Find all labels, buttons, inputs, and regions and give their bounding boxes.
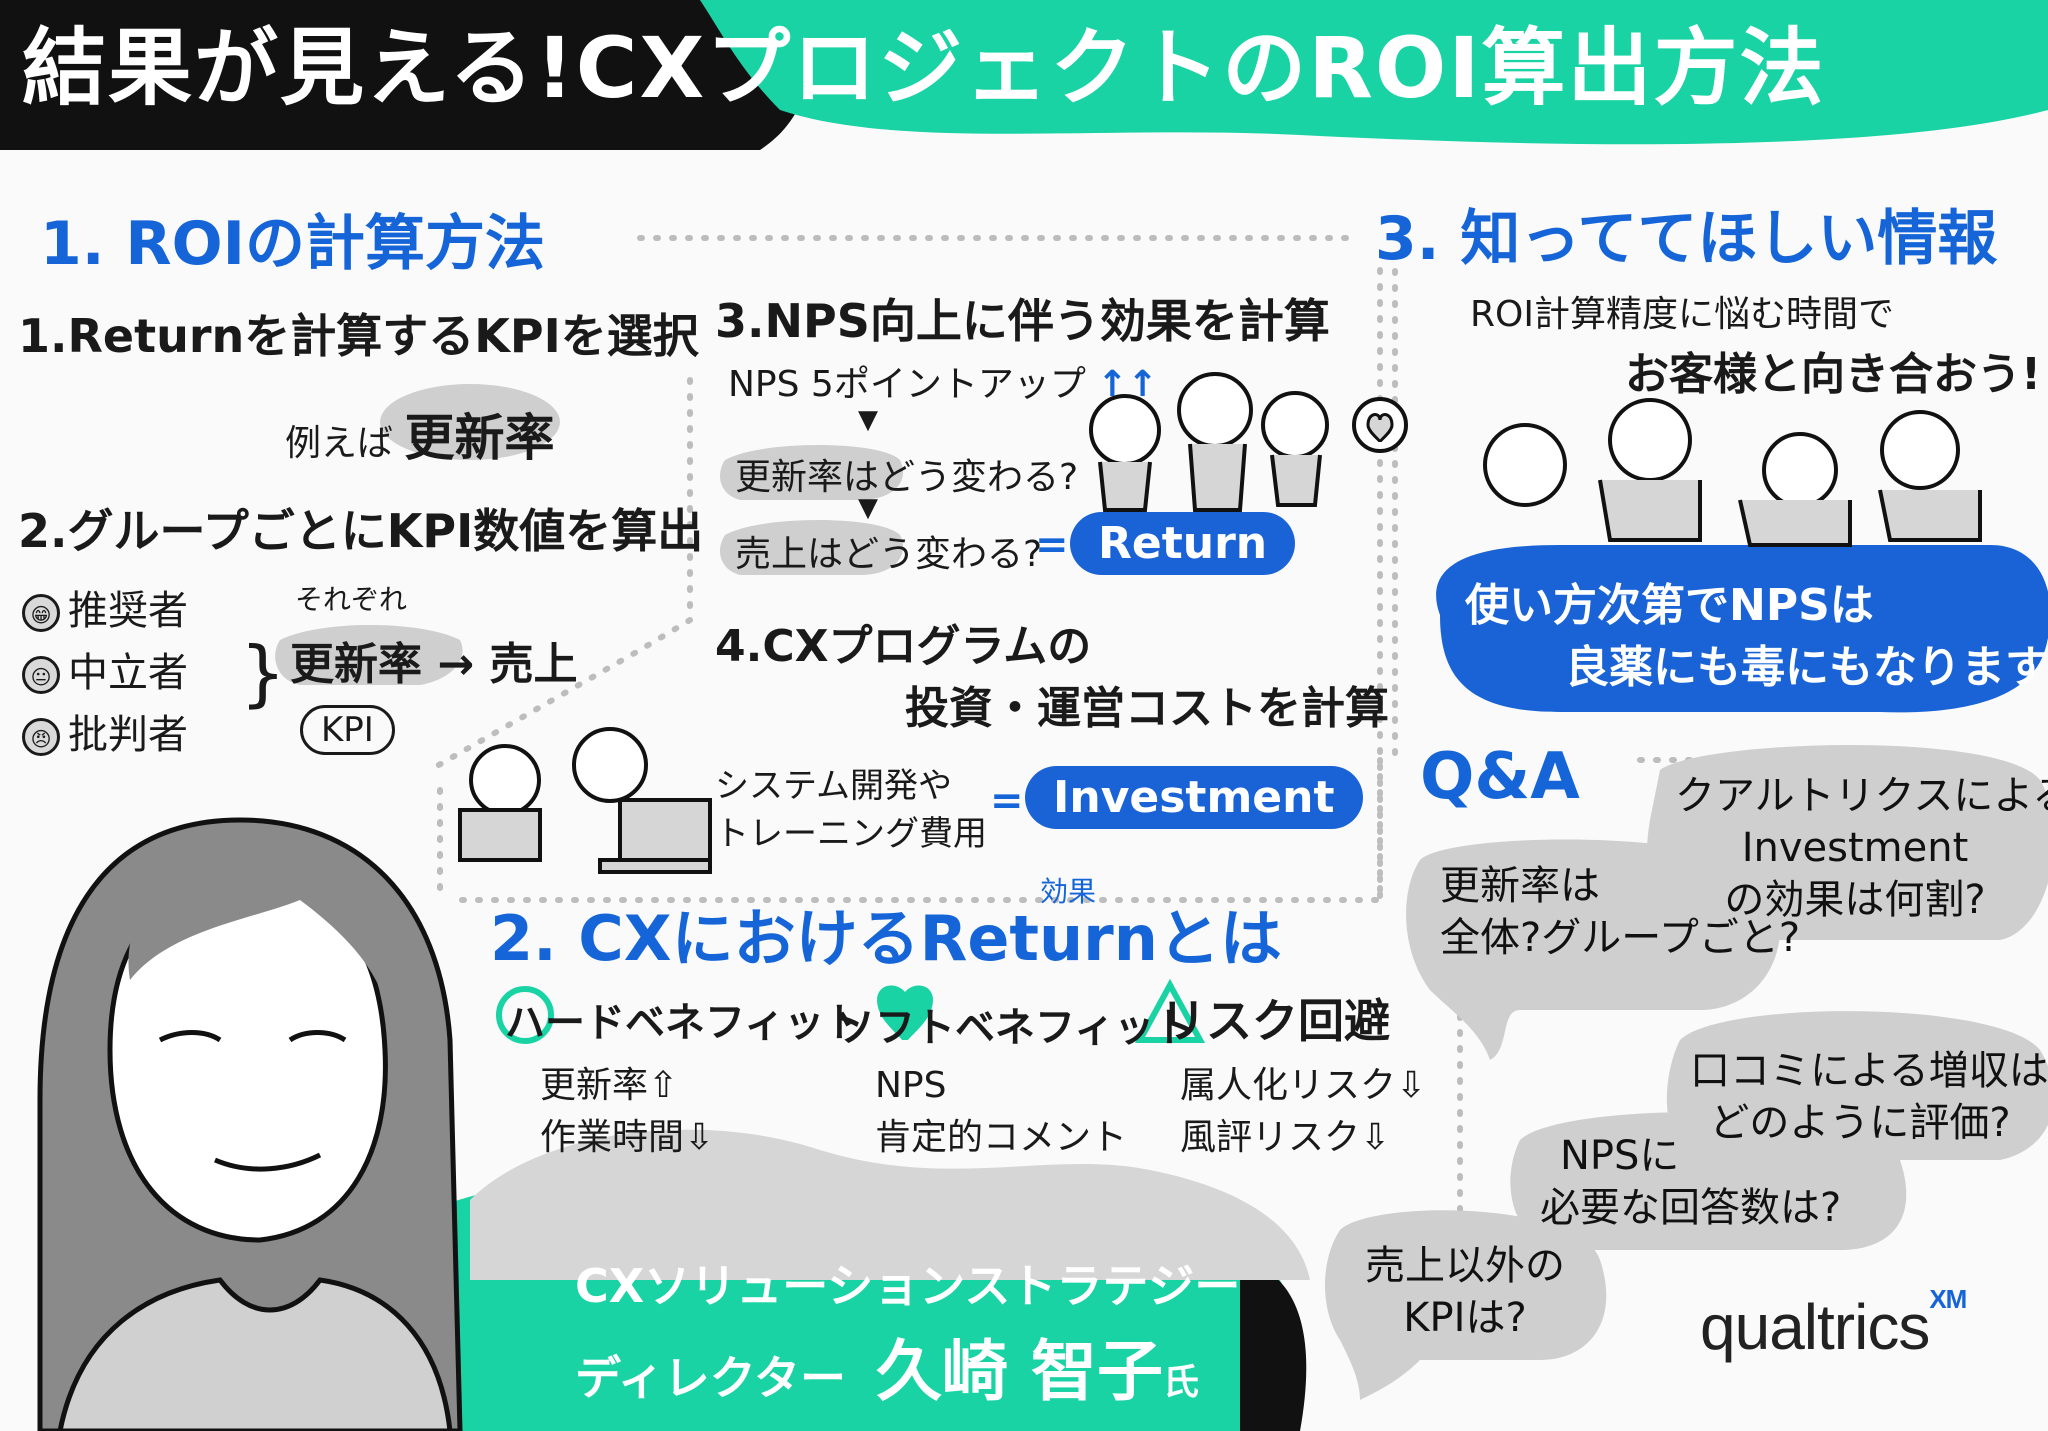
soft-item: NPS (875, 1065, 947, 1106)
flow-to: 売上 (489, 639, 578, 690)
risk-items: 属人化リスク⇩ 風評リスク⇩ (1180, 1060, 1426, 1164)
equals-sign: = (1035, 522, 1069, 568)
group-passive: 😐中立者 (22, 642, 188, 704)
speaker-name: 久崎 智子 (875, 1333, 1163, 1410)
cost-text: システム開発や トレーニング費用 (715, 762, 987, 858)
triangle-down-icon: ▼ (858, 405, 878, 435)
hard-benefit-items: 更新率⇧ 作業時間⇩ (540, 1060, 714, 1164)
nps-callout: 使い方次第でNPSは 良薬にも毒にもなります! (1465, 575, 2048, 699)
risk-item: 風評リスク⇩ (1180, 1117, 1391, 1158)
section2-heading: 2. CXにおけるReturnとは (490, 902, 1282, 975)
investment-pill: Investment (1025, 766, 1363, 829)
group-promoter: 😁推奨者 (22, 580, 188, 642)
qa-question: NPSに 必要な回答数は? (1540, 1133, 1842, 1231)
example: 例えば 更新率 (285, 398, 554, 470)
step2-label: 2.グループごとにKPI数値を算出 (18, 504, 704, 558)
step4-line2: 投資・運営コストを計算 (905, 683, 1389, 734)
step2: 2.グループごとにKPI数値を算出 (18, 495, 703, 561)
step1: 1.Returnを計算するKPIを選択 (18, 300, 699, 366)
nps-up-label: NPS 5ポイントアップ (728, 364, 1086, 405)
cost-line2: トレーニング費用 (715, 814, 987, 854)
step1-label: 1.Returnを計算するKPIを選択 (18, 309, 699, 363)
callout-line1: 使い方次第でNPSは (1465, 580, 1874, 631)
qa-question: 売上以外の KPIは? (1365, 1243, 1565, 1341)
neutral-face-icon: 😐 (22, 656, 60, 694)
quote-line2: お客様と向き合おう! (1625, 349, 2042, 400)
logo-suffix: XM (1929, 1284, 1967, 1314)
soft-item: 肯定的コメント (875, 1117, 1128, 1158)
flow-from: 更新率 (290, 639, 422, 690)
hard-item: 作業時間⇩ (540, 1117, 715, 1158)
question-sales: 売上はどう変わる? (735, 534, 1043, 575)
callout-line2: 良薬にも毒にもなります! (1565, 642, 2048, 693)
brace-icon: } (240, 631, 286, 715)
risk-avoid-label: リスク回避 (1160, 994, 1390, 1048)
title-part1: 結果が見える! (22, 19, 576, 117)
qa-question: 口コミによる増収は どのように評価? (1690, 1048, 2048, 1146)
speaker-title: CXソリューションストラテジー (575, 1259, 1241, 1313)
equals-sign: = (990, 778, 1024, 824)
risk-item: 属人化リスク⇩ (1180, 1065, 1427, 1106)
speaker-name-line: ディレクター 久崎 智子氏 (575, 1318, 1199, 1414)
quote-line1: ROI計算精度に悩む時間で (1470, 294, 1894, 335)
ruby-effect: 効果 (1040, 875, 1097, 908)
cost-line1: システム開発や (715, 766, 952, 806)
hard-item: 更新率⇧ (540, 1065, 679, 1106)
section3-heading: 3. 知っててほしい情報 (1375, 204, 1998, 274)
example-prefix: 例えば (285, 423, 394, 464)
section1-heading: 1. ROIの計算方法 (40, 209, 545, 279)
flow-arrow-icon: → (437, 639, 475, 690)
page-title: 結果が見える!CXプロジェクトのROI算出方法 (22, 18, 2022, 118)
logo-text: qualtrics (1700, 1291, 1930, 1363)
soft-benefit-items: NPS 肯定的コメント (875, 1060, 1127, 1164)
step4-line1: 4.CXプログラムの (715, 621, 1092, 672)
group-list: 😁推奨者 😐中立者 😠批判者 (22, 580, 188, 766)
qa-question: 更新率は 全体?グループごと? (1440, 863, 1801, 961)
flow: 更新率 → 売上 (290, 628, 578, 692)
kpi-tag: KPI (300, 705, 395, 755)
speaker-role: ディレクター (575, 1351, 846, 1405)
soft-benefit-label: ソフトベネフィット (835, 1005, 1195, 1051)
title-part2: CXプロジェクトのROI算出方法 (575, 19, 1826, 117)
smile-face-icon: 😁 (22, 594, 60, 632)
arrow-up-icon: ↑↑ (1097, 364, 1158, 405)
return-pill: Return (1070, 512, 1296, 575)
qualtrics-logo: qualtricsXM (1700, 1284, 1967, 1364)
speaker-honorific: 氏 (1162, 1362, 1199, 1403)
step3: 3.NPS向上に伴う効果を計算 (715, 294, 1330, 348)
group-detractor: 😠批判者 (22, 704, 188, 766)
question-renewal: 更新率はどう変わる? (735, 457, 1079, 498)
each-label: それぞれ (295, 583, 408, 616)
angry-face-icon: 😠 (22, 718, 60, 756)
qa-heading: Q&A (1420, 740, 1580, 814)
triangle-down-icon: ▼ (858, 493, 878, 523)
qa-question: クアルトリクスによる Investment の効果は何割? (1675, 773, 2048, 923)
example-value: 更新率 (404, 409, 555, 467)
hard-benefit-label: ハードベネフィット (505, 1000, 865, 1046)
nps-up: NPS 5ポイントアップ ↑↑ (728, 355, 1158, 407)
